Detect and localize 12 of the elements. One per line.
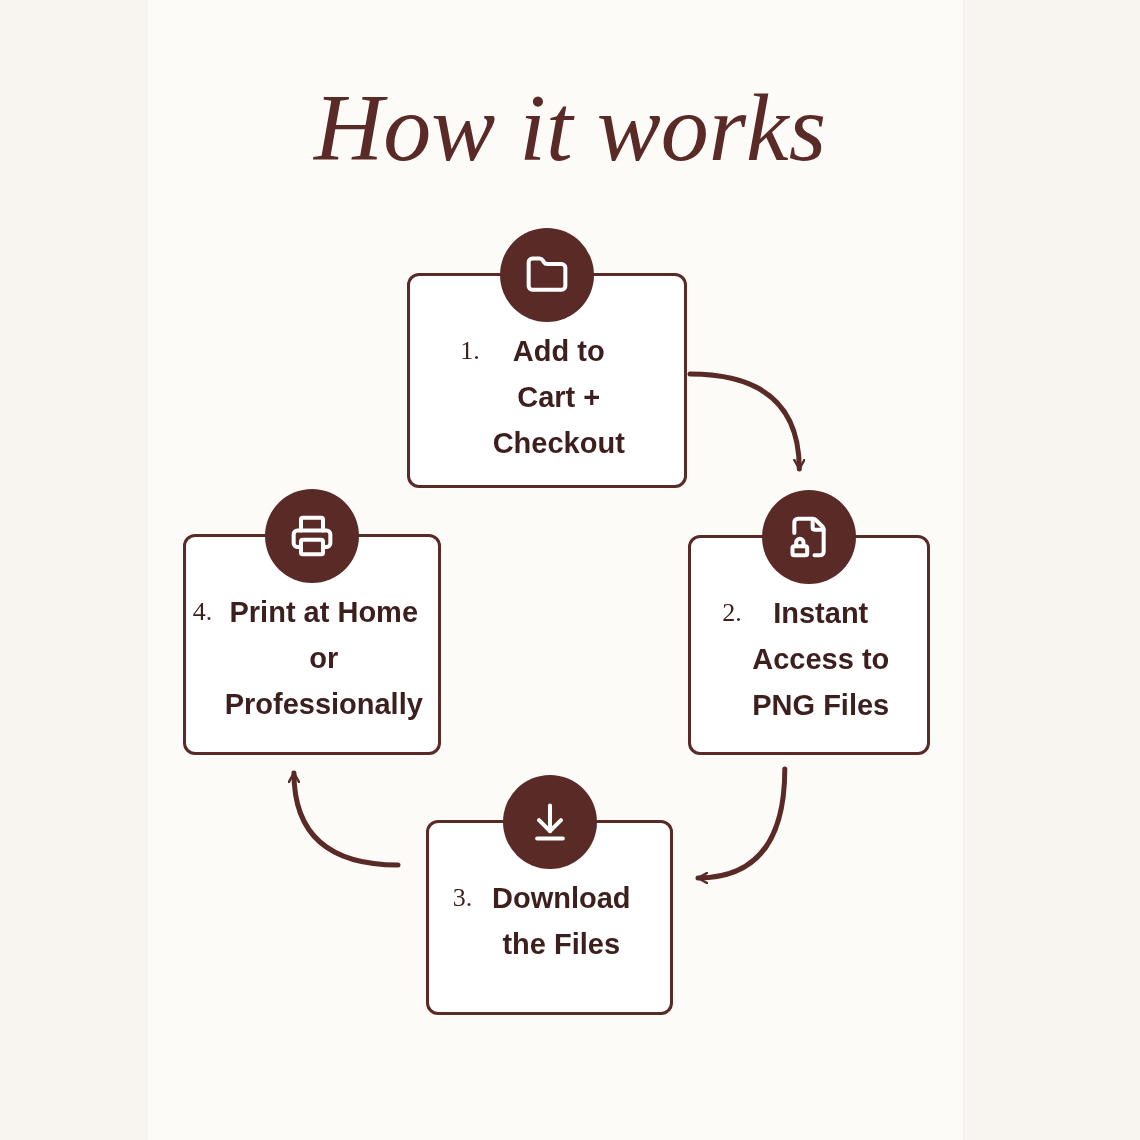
step-number: 4. bbox=[192, 596, 213, 628]
title: How it works bbox=[312, 80, 828, 176]
curved-arrow bbox=[695, 766, 788, 884]
curved-arrow bbox=[288, 770, 401, 868]
step-text: Download the Files bbox=[490, 881, 632, 962]
step-number: 3. bbox=[452, 882, 473, 914]
step-number: 1. bbox=[460, 335, 480, 367]
step-text: Print at Home or Professionally bbox=[223, 595, 424, 722]
curved-arrow bbox=[687, 371, 806, 472]
step-text: Add to Cart + Checkout bbox=[491, 334, 626, 461]
step-text: Instant Access to PNG Files bbox=[751, 596, 891, 723]
step-number: 2. bbox=[722, 597, 742, 629]
